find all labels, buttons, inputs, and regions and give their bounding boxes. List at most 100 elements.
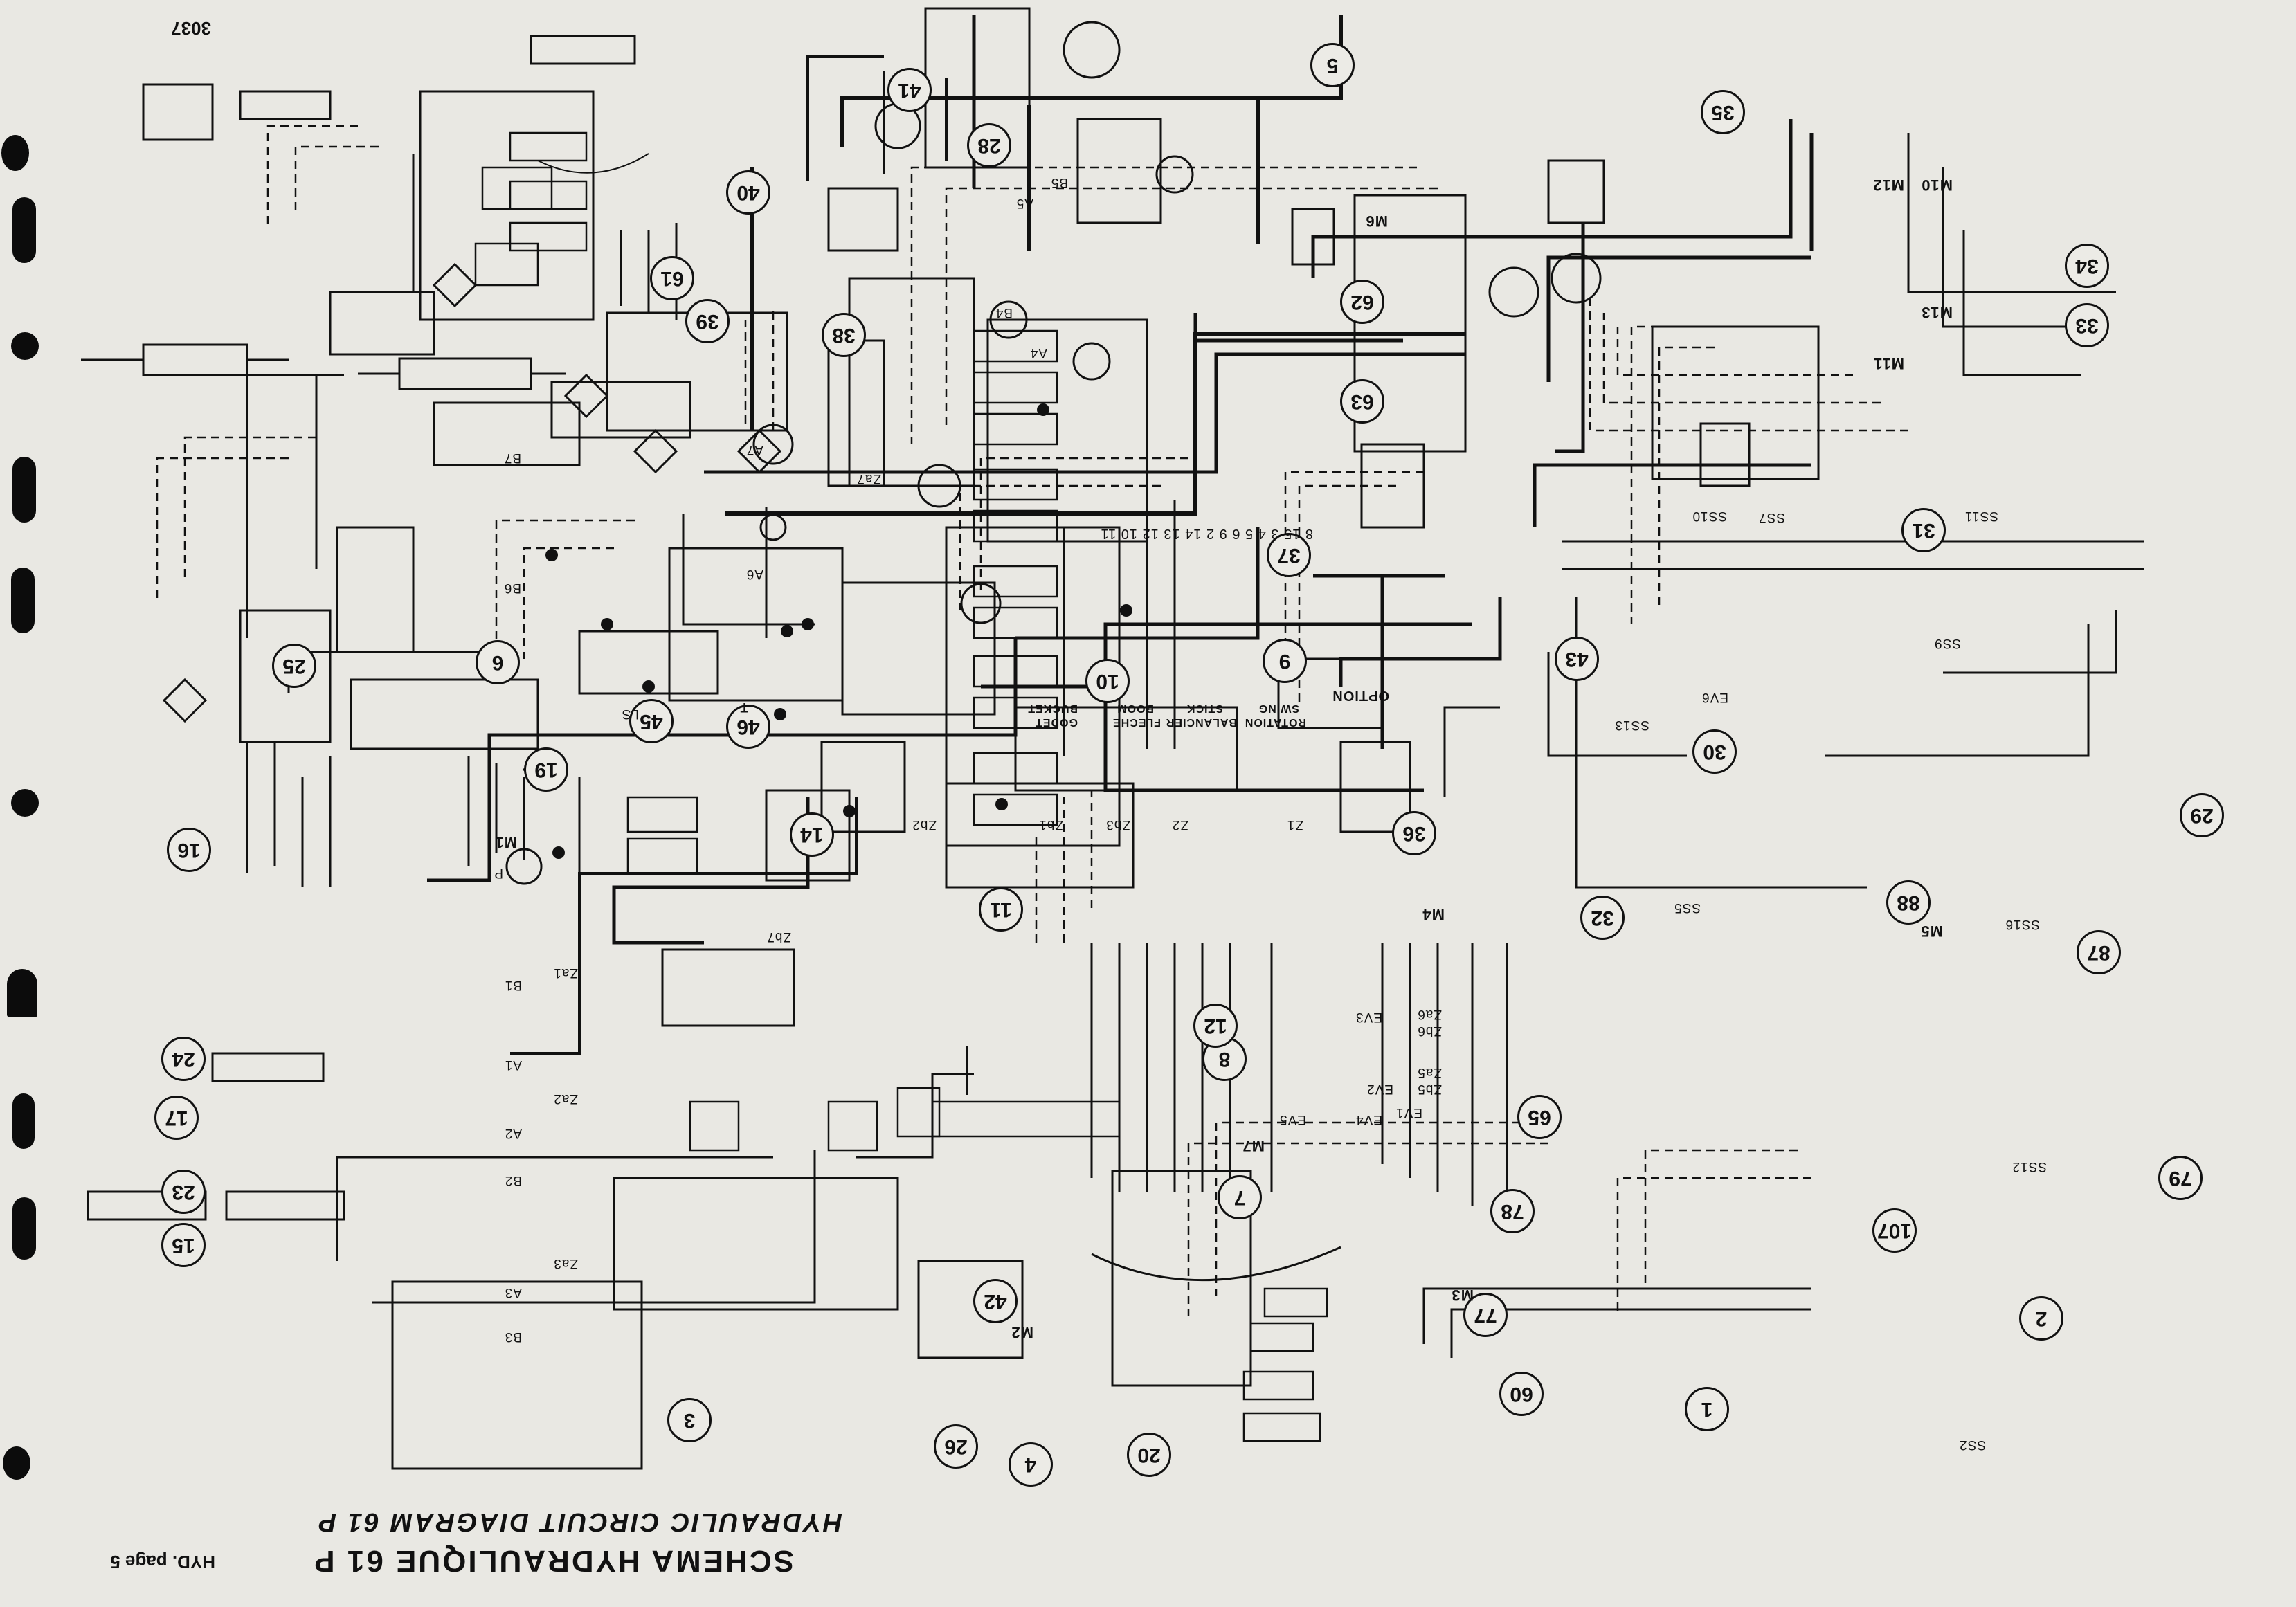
port-za7: Za7 xyxy=(856,471,881,486)
sol-ev6: EV6 xyxy=(1701,690,1728,705)
switch-ss11: SS11 xyxy=(1964,509,1998,523)
callout-7: 7 xyxy=(1218,1175,1262,1219)
callout-28: 28 xyxy=(967,123,1011,167)
binder-hole-5 xyxy=(11,568,35,633)
binder-hole-8 xyxy=(12,1093,35,1149)
sheet-number: 3037 xyxy=(171,18,211,39)
callout-5: 5 xyxy=(1310,43,1355,87)
binder-hole-9 xyxy=(12,1197,36,1260)
port-z2: Z2 xyxy=(1171,817,1188,832)
callout-62: 62 xyxy=(1340,280,1384,324)
port-zb5: Zb5 xyxy=(1417,1082,1442,1096)
port-p: P xyxy=(494,866,503,880)
callout-23: 23 xyxy=(161,1170,206,1214)
port-za6: Za6 xyxy=(1417,1007,1442,1022)
port-a1: A1 xyxy=(504,1057,522,1072)
callout-16: 16 xyxy=(167,828,211,872)
port-b3: B3 xyxy=(504,1329,522,1344)
switch-ss10: SS10 xyxy=(1692,509,1727,523)
title-french: SCHEMA HYDRAULIQUE 61 P xyxy=(312,1544,794,1578)
callout-12: 12 xyxy=(1193,1004,1238,1048)
sol-ev1: EV1 xyxy=(1395,1105,1422,1120)
sol-ev3: EV3 xyxy=(1355,1010,1382,1024)
callout-19: 19 xyxy=(524,747,568,792)
binder-hole-4 xyxy=(12,457,36,523)
port-a4: A4 xyxy=(1029,345,1047,360)
port-za3: Za3 xyxy=(553,1256,578,1271)
callout-87: 87 xyxy=(2077,930,2121,974)
callout-20: 20 xyxy=(1127,1433,1171,1477)
port-a7: A7 xyxy=(745,442,763,457)
port-b2: B2 xyxy=(504,1173,522,1188)
callout-10: 10 xyxy=(1085,659,1130,703)
port-za1: Za1 xyxy=(553,965,578,980)
port-za2: Za2 xyxy=(553,1091,578,1106)
callout-9: 9 xyxy=(1263,639,1307,683)
callout-43: 43 xyxy=(1555,637,1599,681)
port-b7: B7 xyxy=(503,451,521,465)
measure-m2: M2 xyxy=(1011,1324,1033,1341)
callout-29: 29 xyxy=(2180,793,2224,837)
port-t: T xyxy=(739,700,748,714)
port-b6: B6 xyxy=(503,581,521,595)
callout-3: 3 xyxy=(667,1398,712,1442)
callout-1: 1 xyxy=(1685,1387,1729,1431)
callout-42: 42 xyxy=(973,1279,1018,1323)
callout-46: 46 xyxy=(726,705,770,749)
label-option: OPTION xyxy=(1332,688,1389,703)
callout-63: 63 xyxy=(1340,379,1384,424)
label-godet: GODET xyxy=(1035,716,1078,728)
binder-hole-10 xyxy=(3,1446,30,1480)
binder-hole-2 xyxy=(12,197,36,263)
measure-m7: M7 xyxy=(1242,1137,1265,1154)
callout-15: 15 xyxy=(161,1223,206,1267)
label-swing: SWING xyxy=(1258,702,1299,714)
connector-numbers: 8 15 3 4 5 6 9 2 14 13 12 10 11 xyxy=(1100,526,1313,541)
callout-38: 38 xyxy=(822,313,866,357)
callout-24: 24 xyxy=(161,1037,206,1081)
callout-4: 4 xyxy=(1009,1442,1053,1487)
label-boom: BOOM xyxy=(1117,702,1154,714)
measure-m13: M13 xyxy=(1921,304,1953,321)
binder-hole-3 xyxy=(11,332,39,360)
callout-107: 107 xyxy=(1872,1208,1917,1253)
switch-ss7: SS7 xyxy=(1758,510,1785,525)
title-english: HYDRAULIC CIRCUIT DIAGRAM 61 P xyxy=(316,1507,842,1536)
port-zb1: Zb1 xyxy=(1038,817,1063,832)
port-a6: A6 xyxy=(745,567,763,581)
switch-ss12: SS12 xyxy=(2012,1159,2047,1174)
callout-60: 60 xyxy=(1499,1372,1544,1416)
callout-31: 31 xyxy=(1901,508,1946,552)
measure-m5: M5 xyxy=(1920,923,1943,940)
callout-65: 65 xyxy=(1517,1095,1562,1139)
measure-m3: M3 xyxy=(1451,1287,1474,1304)
callout-40: 40 xyxy=(726,170,770,215)
callout-14: 14 xyxy=(790,812,834,857)
callout-61: 61 xyxy=(650,256,694,300)
port-z1: Z1 xyxy=(1286,817,1303,832)
callout-79: 79 xyxy=(2158,1156,2203,1200)
callout-25: 25 xyxy=(272,644,316,688)
port-b4: B4 xyxy=(995,305,1013,320)
binder-hole-6 xyxy=(11,789,39,817)
port-a2: A2 xyxy=(504,1126,522,1141)
port-ls: LS xyxy=(621,707,639,721)
port-a3: A3 xyxy=(504,1285,522,1300)
label-bucket: BUCKET xyxy=(1027,702,1078,714)
label-balancier: BALANCIER xyxy=(1165,716,1237,728)
switch-ss13: SS13 xyxy=(1614,718,1649,732)
port-a5: A5 xyxy=(1015,196,1033,210)
callout-34: 34 xyxy=(2065,244,2109,288)
measure-m10: M10 xyxy=(1921,176,1953,194)
callout-2: 2 xyxy=(2019,1296,2063,1341)
callout-6: 6 xyxy=(476,640,520,684)
measure-m1: M1 xyxy=(494,834,517,851)
measure-m6: M6 xyxy=(1365,212,1388,230)
switch-ss16: SS16 xyxy=(2005,917,2040,932)
label-fleche: FLECHE xyxy=(1112,716,1161,728)
port-zb3: Zb3 xyxy=(1105,817,1130,832)
callout-36: 36 xyxy=(1392,811,1436,855)
port-zb2: Zb2 xyxy=(912,817,937,832)
